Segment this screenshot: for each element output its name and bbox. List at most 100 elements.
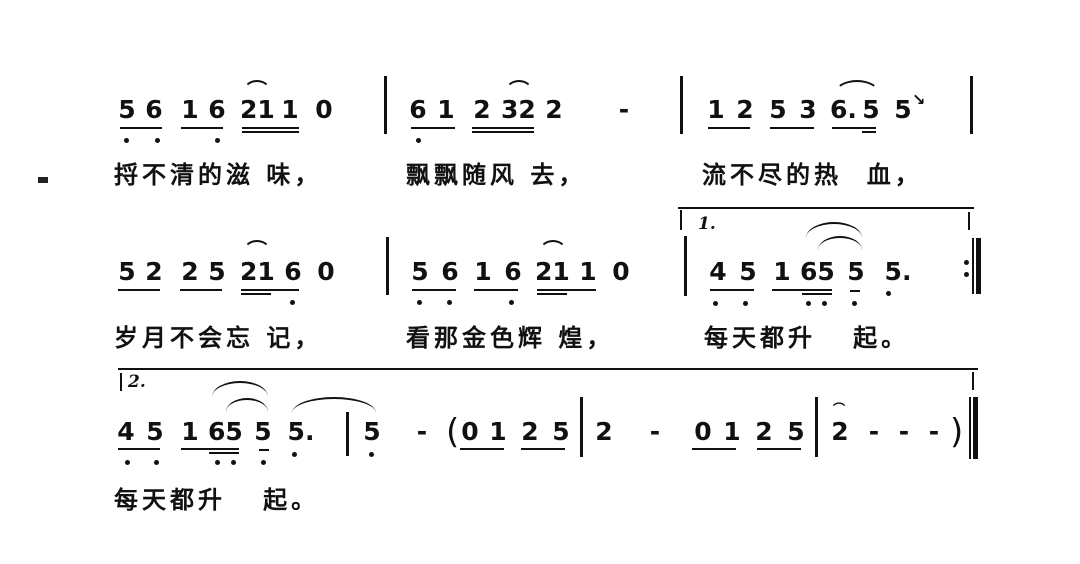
dash: - xyxy=(868,417,880,446)
beam-underline xyxy=(460,448,504,450)
note: 0 xyxy=(315,95,333,124)
barline xyxy=(815,397,818,457)
barline xyxy=(680,76,683,134)
note: 2 xyxy=(736,95,754,124)
volta-bracket xyxy=(678,207,974,209)
dash: - xyxy=(416,417,428,446)
beam-underline xyxy=(710,289,754,291)
slur xyxy=(505,80,533,92)
beam-underline xyxy=(772,289,832,291)
note: 5 xyxy=(787,417,805,446)
dash: - xyxy=(649,417,661,446)
slur xyxy=(806,222,862,238)
beam-underline xyxy=(472,131,534,133)
note: 2 xyxy=(521,417,539,446)
note: 4 xyxy=(117,417,135,446)
lyric-line: 每天都升 起。 xyxy=(704,324,910,352)
fermata-icon: ⌒ xyxy=(833,402,846,416)
beam-underline xyxy=(692,448,736,450)
octave-dot xyxy=(713,301,718,306)
repeat-dot xyxy=(964,260,969,265)
beam-underline xyxy=(862,131,876,133)
octave-dot xyxy=(886,291,891,296)
note: 2 xyxy=(181,257,199,286)
barline xyxy=(973,397,978,459)
note: 1 xyxy=(437,95,455,124)
note: 6 xyxy=(504,257,522,286)
beam-underline xyxy=(180,289,222,291)
note: 5 xyxy=(894,95,912,124)
note: 2 xyxy=(473,95,491,124)
octave-dot xyxy=(215,460,220,465)
lyric-line: 看那金色辉 煌， xyxy=(406,324,615,352)
beam-underline xyxy=(181,127,223,129)
note: 3 xyxy=(799,95,817,124)
note: 4 xyxy=(709,257,727,286)
slur xyxy=(539,240,567,252)
repeat-barline xyxy=(972,238,974,294)
beam-underline xyxy=(521,448,565,450)
octave-dot xyxy=(261,460,266,465)
note: 1 xyxy=(181,417,199,446)
barline xyxy=(972,372,974,390)
barline xyxy=(346,412,349,456)
note: 5. xyxy=(287,417,315,446)
note: 5 xyxy=(208,257,226,286)
lyric-line: 流不尽的热 血， xyxy=(702,161,923,189)
note: 1 xyxy=(474,257,492,286)
octave-dot xyxy=(155,138,160,143)
beam-underline xyxy=(802,293,832,295)
note: 21 xyxy=(240,95,275,124)
dash: - xyxy=(898,417,910,446)
note: 5 xyxy=(363,417,381,446)
note: 21 xyxy=(240,257,275,286)
note: 65 xyxy=(208,417,243,446)
barline xyxy=(386,237,389,295)
note: 1 xyxy=(773,257,791,286)
note: 5 xyxy=(739,257,757,286)
octave-dot xyxy=(215,138,220,143)
note: 5 xyxy=(847,257,865,286)
octave-dot xyxy=(290,300,295,305)
repeat-dot xyxy=(964,272,969,277)
note: 5 xyxy=(862,95,880,124)
volta-bracket xyxy=(118,368,978,370)
note: 21 xyxy=(535,257,570,286)
beam-underline xyxy=(537,289,596,291)
slur xyxy=(212,381,268,397)
beam-underline xyxy=(118,448,160,450)
scan-mark xyxy=(38,177,48,183)
note: 1 xyxy=(281,95,299,124)
note: 5 xyxy=(118,257,136,286)
slur xyxy=(834,80,880,94)
barline xyxy=(120,373,122,391)
beam-underline xyxy=(850,290,860,292)
octave-dot xyxy=(292,452,297,457)
barline xyxy=(384,76,387,134)
note: 5 xyxy=(411,257,429,286)
slur xyxy=(243,240,271,252)
beam-underline xyxy=(120,127,162,129)
dash: - xyxy=(928,417,940,446)
octave-dot xyxy=(806,301,811,306)
close-paren: ) xyxy=(950,412,964,452)
beam-underline xyxy=(832,127,876,129)
octave-dot xyxy=(852,301,857,306)
note: 32 xyxy=(501,95,536,124)
octave-dot xyxy=(417,300,422,305)
beam-underline xyxy=(209,452,239,454)
note: 5 xyxy=(552,417,570,446)
octave-dot xyxy=(369,452,374,457)
note: 5 xyxy=(118,95,136,124)
slur xyxy=(243,80,271,92)
note: 1 xyxy=(489,417,507,446)
lyric-line: 捋不清的滋 味， xyxy=(114,161,323,189)
beam-underline xyxy=(757,448,801,450)
open-paren: ( xyxy=(446,412,460,452)
lyric-line: 飘飘随风 去， xyxy=(406,161,587,189)
octave-dot xyxy=(447,300,452,305)
note: 5 xyxy=(254,417,272,446)
slur xyxy=(818,236,862,250)
dash: - xyxy=(618,95,630,124)
beam-underline xyxy=(181,448,239,450)
